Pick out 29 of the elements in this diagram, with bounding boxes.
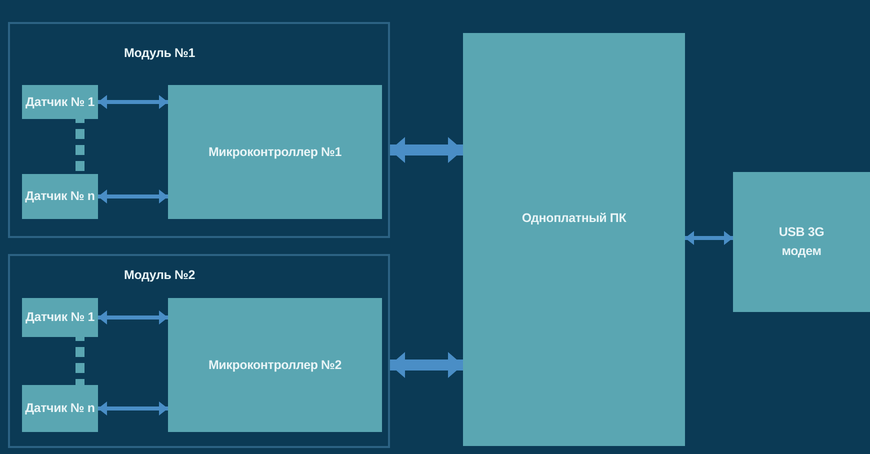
double-arrow (390, 137, 463, 163)
component-box (22, 85, 98, 119)
double-arrow (98, 190, 168, 204)
double-arrow (390, 352, 463, 378)
component-box (22, 298, 98, 337)
double-arrow (98, 402, 168, 416)
dotted-connector (76, 337, 84, 385)
component-box (22, 174, 98, 219)
dotted-connector (76, 119, 84, 174)
component-box (168, 85, 382, 219)
component-box (463, 33, 685, 446)
module-frame (8, 22, 390, 238)
box-label: Датчик № n (25, 400, 95, 418)
component-box (168, 298, 382, 432)
module-title: Модуль №1 (124, 45, 195, 62)
module-frame (8, 254, 390, 448)
box-label: Микроконтроллер №2 (208, 356, 342, 374)
box-label: Датчик № n (25, 188, 95, 206)
box-label: Одноплатный ПК (522, 210, 626, 227)
double-arrow (98, 310, 168, 324)
double-arrow (685, 231, 733, 245)
module-title: Модуль №2 (124, 267, 195, 284)
box-label: Микроконтроллер №1 (208, 144, 342, 161)
component-box (22, 385, 98, 432)
box-label: Датчик № 1 (25, 309, 94, 326)
component-box (733, 172, 870, 312)
double-arrow (98, 95, 168, 109)
box-label: USB 3G модем (778, 224, 826, 260)
box-label: Датчик № 1 (25, 94, 94, 111)
